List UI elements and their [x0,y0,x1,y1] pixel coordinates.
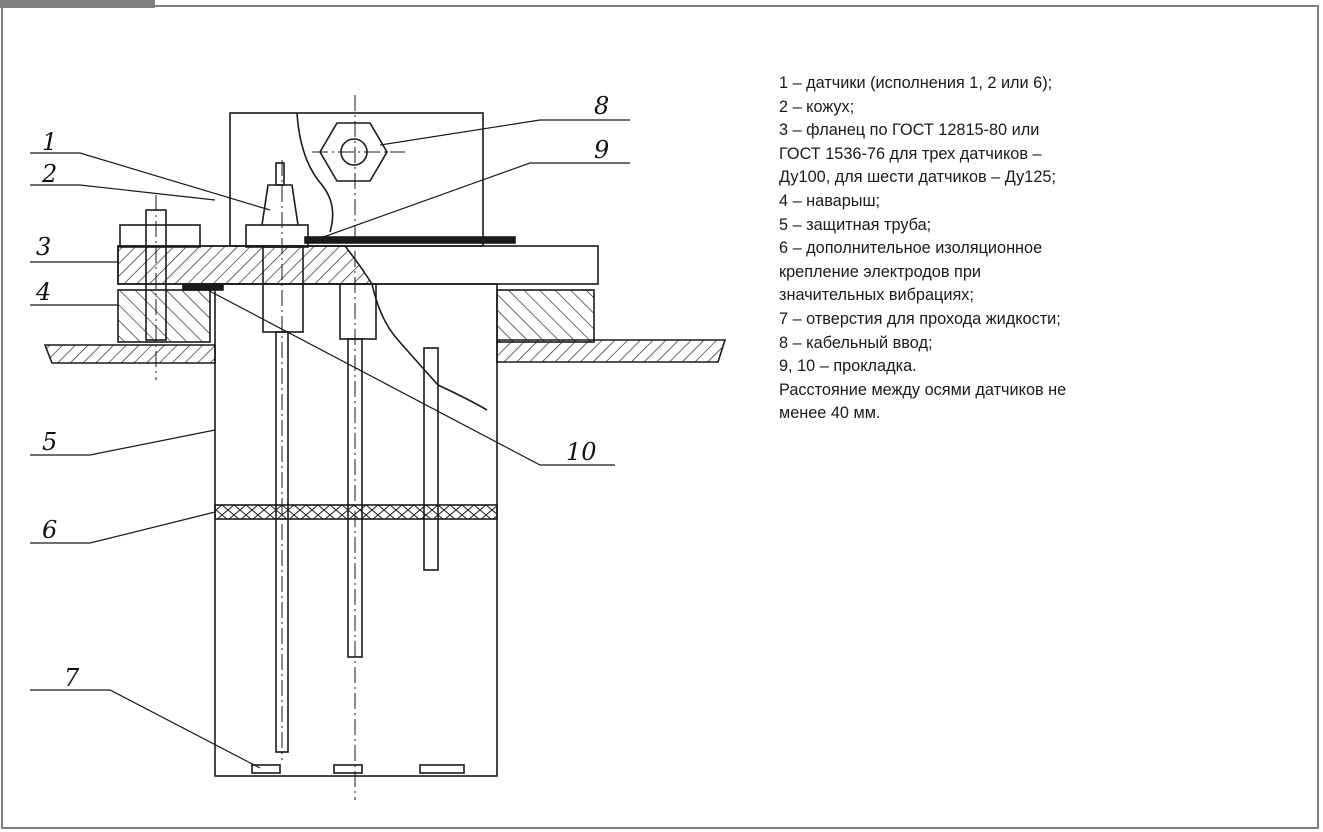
leader-1 [30,152,271,211]
protective-tube [214,283,498,777]
sensor-2-body [339,283,377,340]
sensor-1-head [245,224,309,248]
callout-1: 1 [42,128,57,156]
leader-9 [314,162,630,241]
leader-5 [30,429,216,456]
sensor-1-pin [275,162,285,186]
callout-3: 3 [36,233,51,261]
tube-break-line [371,283,488,411]
frame-border [1,5,1319,829]
legend-line: 2 – кожух; [779,97,855,116]
callout-6: 6 [42,516,57,544]
legend-line: менее 40 мм. [779,404,881,423]
legend-line: значительных вибрациях; [779,286,974,305]
leader-6 [30,511,216,544]
housing [229,112,484,247]
callout-4: 4 [35,278,51,306]
leader-8 [379,119,630,146]
leader-2 [30,184,216,201]
legend-line: 3 – фланец по ГОСТ 12815-80 или [779,121,1040,140]
callout-10: 10 [566,438,597,466]
callout-2: 2 [41,160,57,188]
liquid-hole-1 [251,764,281,774]
legend-line: 1 – датчики (исполнения 1, 2 или 6); [779,74,1053,92]
legend-line: 4 – наварыш; [779,191,881,210]
callout-8: 8 [594,92,609,120]
insulating-support [214,504,498,520]
liquid-hole-2 [333,764,363,774]
legend-line: 6 – дополнительное изоляционное [779,239,1043,258]
leader-7 [30,689,261,769]
ground-plate-right [496,339,727,363]
ground-plate-left [43,344,216,364]
legend: 1 – датчики (исполнения 1, 2 или 6); 2 –… [779,72,1199,426]
legend-line: 7 – отверстия для прохода жидкости; [779,309,1061,328]
leader-10 [199,285,615,466]
legend-line: 5 – защитная труба; [779,215,932,234]
callout-5: 5 [42,428,57,456]
sensor-1-cone [261,184,299,226]
gasket-9 [304,236,516,244]
legend-line: Расстояние между осями датчиков не [779,380,1067,399]
callout-7: 7 [64,664,80,692]
sensor-3-rod [423,347,439,571]
boss-left [117,289,211,343]
liquid-hole-3 [419,764,465,774]
legend-line: 9, 10 – прокладка. [779,357,917,376]
sensor-assembly-drawing: 1 2 3 4 5 6 7 8 9 10 [30,92,727,800]
legend-line: Ду100, для шести датчиков – Ду125; [779,168,1056,187]
callout-9: 9 [594,136,609,164]
boss-right [496,289,595,343]
housing-break [296,112,334,233]
bolt-nut [119,224,201,248]
legend-line: крепление электродов при [779,262,981,281]
legend-line: ГОСТ 1536-76 для трех датчиков – [779,144,1042,163]
frame-corner-tab [0,0,155,8]
legend-line: 8 – кабельный ввод; [779,333,933,352]
